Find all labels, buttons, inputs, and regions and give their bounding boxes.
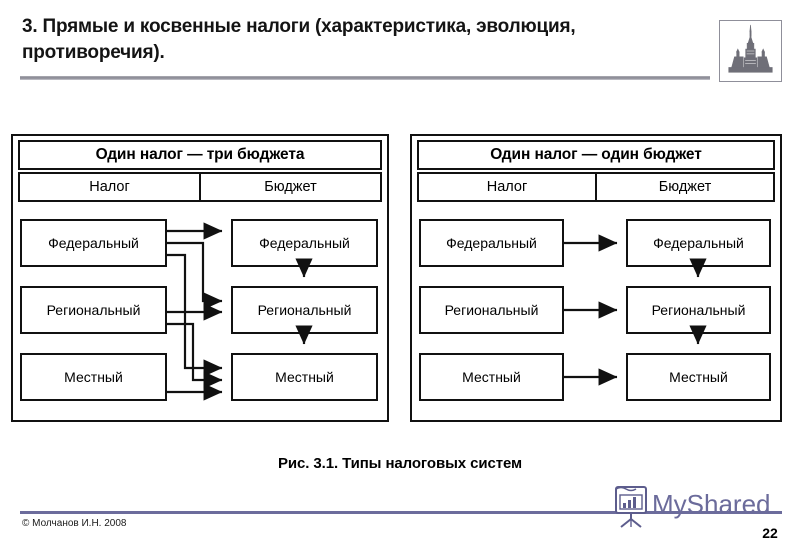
budget-node-local[interactable]: Местный xyxy=(626,353,771,401)
figure-caption: Рис. 3.1. Типы налоговых систем xyxy=(278,455,522,472)
diagram-title: Один налог — три бюджета xyxy=(18,140,382,170)
diagram-title: Один налог — один бюджет xyxy=(417,140,775,170)
tax-node-federal[interactable]: Федеральный xyxy=(20,219,167,267)
budget-node-regional[interactable]: Региональный xyxy=(626,286,771,334)
myshared-brand-logo: MyShared xyxy=(608,483,784,531)
column-header-budget: Бюджет xyxy=(658,179,712,195)
header-divider xyxy=(20,76,710,80)
copyright-credit: © Молчанов И.Н. 2008 xyxy=(22,518,127,529)
budget-node-regional[interactable]: Региональный xyxy=(231,286,378,334)
tax-node-regional[interactable]: Региональный xyxy=(20,286,167,334)
column-header-row: Налог Бюджет xyxy=(417,172,775,202)
column-header-tax: Налог xyxy=(20,174,201,200)
tax-node-local[interactable]: Местный xyxy=(419,353,564,401)
page-number: 22 xyxy=(762,525,778,541)
column-header-tax: Налог xyxy=(419,174,597,200)
svg-text:MyShared: MyShared xyxy=(652,489,771,519)
budget-node-federal[interactable]: Федеральный xyxy=(626,219,771,267)
msu-main-building-emblem-icon xyxy=(719,20,782,82)
tax-node-federal[interactable]: Федеральный xyxy=(419,219,564,267)
flipchart-chart-icon xyxy=(615,486,647,528)
footer-divider xyxy=(20,511,782,514)
budget-node-federal[interactable]: Федеральный xyxy=(231,219,378,267)
column-header-budget: Бюджет xyxy=(264,179,317,195)
budget-node-local[interactable]: Местный xyxy=(231,353,378,401)
page-title: 3. Прямые и косвенные налоги (характерис… xyxy=(22,16,576,63)
diagram-one-tax-one-budget: Один налог — один бюджет Налог Бюджет Фе… xyxy=(410,134,782,422)
diagram-one-tax-three-budgets: Один налог — три бюджета Налог Бюджет Фе… xyxy=(11,134,389,422)
tax-node-regional[interactable]: Региональный xyxy=(419,286,564,334)
column-header-row: Налог Бюджет xyxy=(18,172,382,202)
tax-node-local[interactable]: Местный xyxy=(20,353,167,401)
slide-header: 3. Прямые и косвенные налоги (характерис… xyxy=(0,0,800,88)
